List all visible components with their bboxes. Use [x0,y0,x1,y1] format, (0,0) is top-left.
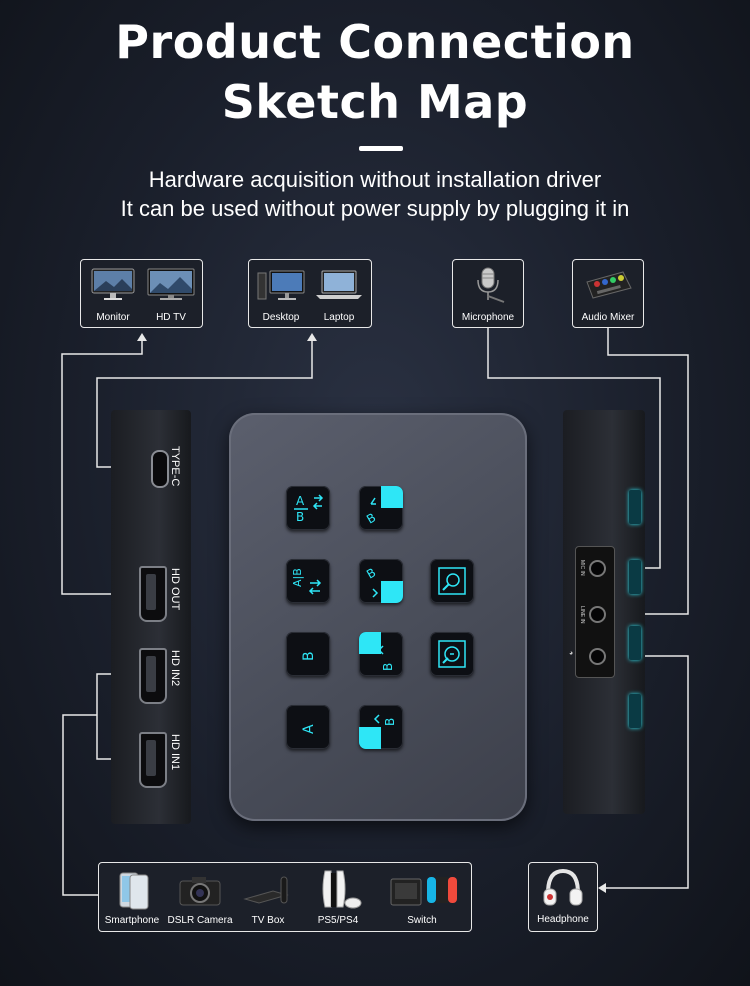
subtitle-line1: Hardware acquisition without installatio… [148,167,602,192]
pip-bottom-left-icon: B [359,714,397,749]
mic-in-jack[interactable] [589,560,606,577]
magnify-icon [438,640,466,668]
computer-output-box: Desktop Laptop [248,259,372,328]
a-source-icon: A [301,724,317,734]
tv-icon [147,268,195,300]
hd-in1-port [139,732,167,788]
output-monitor: Monitor [85,264,141,324]
microphone-icon [477,267,505,303]
game-console-icon [322,870,362,909]
key-b-corner-top-left[interactable]: B [359,632,403,676]
output-desktop: Desktop [253,264,309,324]
svg-text:B: B [381,663,395,671]
display-output-box: Monitor HD TV [80,259,203,328]
monitor-icon [91,268,135,300]
svg-text:B: B [383,718,397,726]
ab-side-swap-icon: A|B [291,568,322,595]
page-title-line2: Sketch Map [221,75,529,129]
page-title-line1: Product Connection [115,15,635,69]
svg-text:A|B: A|B [291,568,304,587]
headphone-jack[interactable] [589,648,606,665]
key-b-source[interactable]: B [286,632,330,676]
svg-text:B: B [296,510,304,524]
typec-port [151,450,169,488]
side-key-glow [629,626,641,660]
audio-mixer-label: Audio Mixer [581,312,635,323]
laptop-label: Laptop [323,312,355,323]
headphone-box: Headphone [528,862,598,932]
svg-text:A: A [301,724,317,734]
title-underline [359,146,403,151]
ab-swap-icon: A B [294,494,324,524]
smartphone-icon [119,872,149,910]
device-right-side-view: MIC IN LINE IN ◕ [563,410,645,814]
switch-console-icon [390,877,457,906]
side-key-glow [629,490,641,524]
tv-box-icon [243,876,289,904]
key-zoom-video[interactable] [430,632,474,676]
key-b-corner-bottom-left[interactable]: B [359,705,403,749]
source-switch: Switch [381,867,463,929]
desktop-label: Desktop [262,312,300,323]
sources-box: Smartphone DSLR Camera TV Box PS5/PS4 [98,862,472,932]
output-laptop: Laptop [311,264,367,324]
svg-text:B: B [364,565,378,581]
hd-in1-port-label: HD IN1 [169,734,181,771]
key-a-source[interactable]: A [286,705,330,749]
audio-mixer-box: Audio Mixer [572,259,644,328]
switcher-device-top-view: A B B A|B B B [229,413,527,821]
side-key-glow [629,560,641,594]
microphone-box: Microphone [452,259,524,328]
line-in-jack[interactable] [589,606,606,623]
ps5-ps4-label: PS5/PS4 [317,915,359,926]
device-left-side-view: TYPE-C HD OUT HD IN2 HD IN1 [111,410,191,824]
key-ab-horizontal-swap[interactable]: A|B [286,559,330,603]
svg-text:B: B [364,510,378,526]
typec-port-label: TYPE-C [169,446,181,487]
headphone-jack-icon: ◕ [569,650,574,657]
source-tv-box: TV Box [235,867,301,929]
output-hdtv: HD TV [143,264,199,324]
b-source-icon: B [301,651,317,661]
side-key-glow [629,694,641,728]
laptop-icon [316,270,362,299]
hd-out-port-label: HD OUT [169,568,181,611]
svg-text:A: A [296,494,305,508]
mic-in-label: MIC IN [579,560,585,576]
magnify-icon [438,567,466,595]
desktop-icon [257,270,305,300]
pip-top-left-icon: B [359,632,395,671]
key-zoom-audio[interactable] [430,559,474,603]
tv-box-label: TV Box [251,915,285,926]
source-dslr-camera: DSLR Camera [165,867,235,929]
switch-label: Switch [407,915,437,926]
hd-in2-port-label: HD IN2 [169,650,181,687]
hdtv-label: HD TV [156,312,186,323]
smartphone-label: Smartphone [104,915,160,926]
pip-bottom-right-icon: B [364,565,403,603]
dslr-camera-label: DSLR Camera [167,915,233,926]
source-ps5-ps4: PS5/PS4 [303,867,373,929]
camera-icon [179,877,221,906]
source-smartphone: Smartphone [101,867,163,929]
key-b-corner-top-right[interactable]: B [359,486,403,530]
audio-mixer-icon [586,271,632,299]
key-ab-vertical-swap[interactable]: A B [286,486,330,530]
subtitle-line2: It can be used without power supply by p… [120,196,630,221]
line-in-label: LINE IN [579,606,585,624]
pip-top-right-icon: B [364,486,403,527]
hd-in2-port [139,648,167,704]
headphone-icon [543,868,583,906]
headphone-label: Headphone [537,914,589,925]
monitor-label: Monitor [96,312,130,323]
microphone-label: Microphone [461,312,515,323]
key-b-corner-bottom-right[interactable]: B [359,559,403,603]
svg-text:B: B [301,651,317,661]
hd-out-port [139,566,167,622]
